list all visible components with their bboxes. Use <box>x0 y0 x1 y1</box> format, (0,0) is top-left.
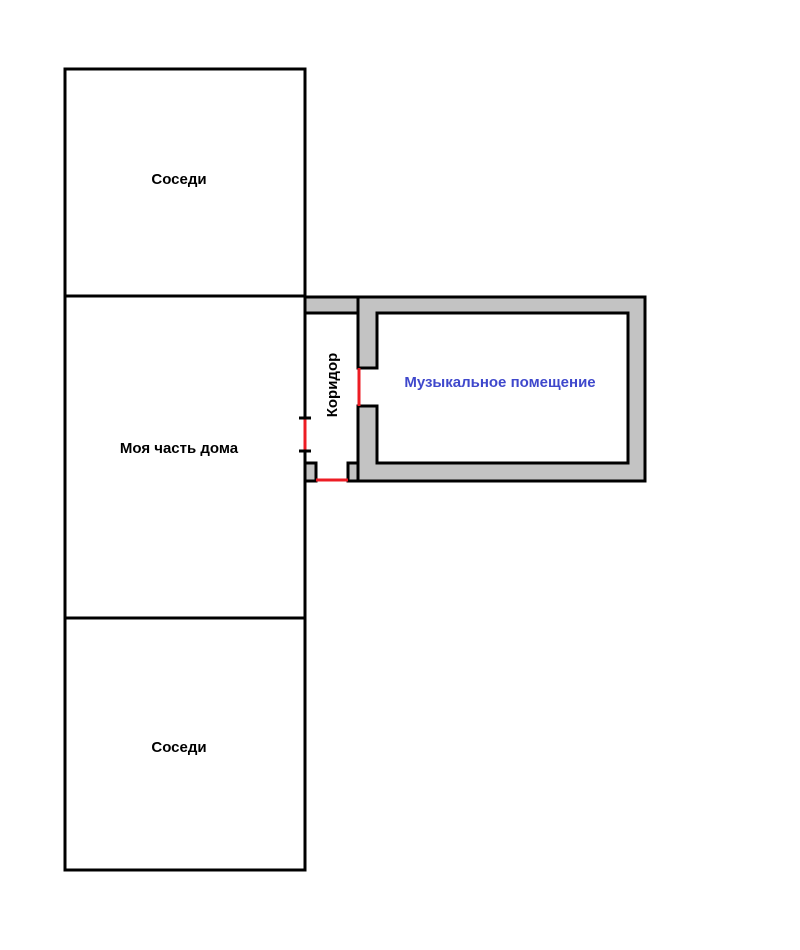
label-neighbors-top: Соседи <box>151 171 206 188</box>
neighbors-bottom-block <box>63 616 307 872</box>
label-music-room: Музыкальное помещение <box>404 374 595 391</box>
neighbors-top-block <box>63 67 307 298</box>
my-part-block <box>63 294 307 620</box>
corridor-wall-stub-right <box>346 461 360 483</box>
label-corridor: Коридор <box>324 353 341 418</box>
corridor-top-wall <box>303 295 360 315</box>
label-neighbors-bottom: Соседи <box>151 739 206 756</box>
label-my-part: Моя часть дома <box>120 440 239 457</box>
corridor-wall-stub-left <box>303 461 318 483</box>
music-room-walls <box>356 295 647 483</box>
